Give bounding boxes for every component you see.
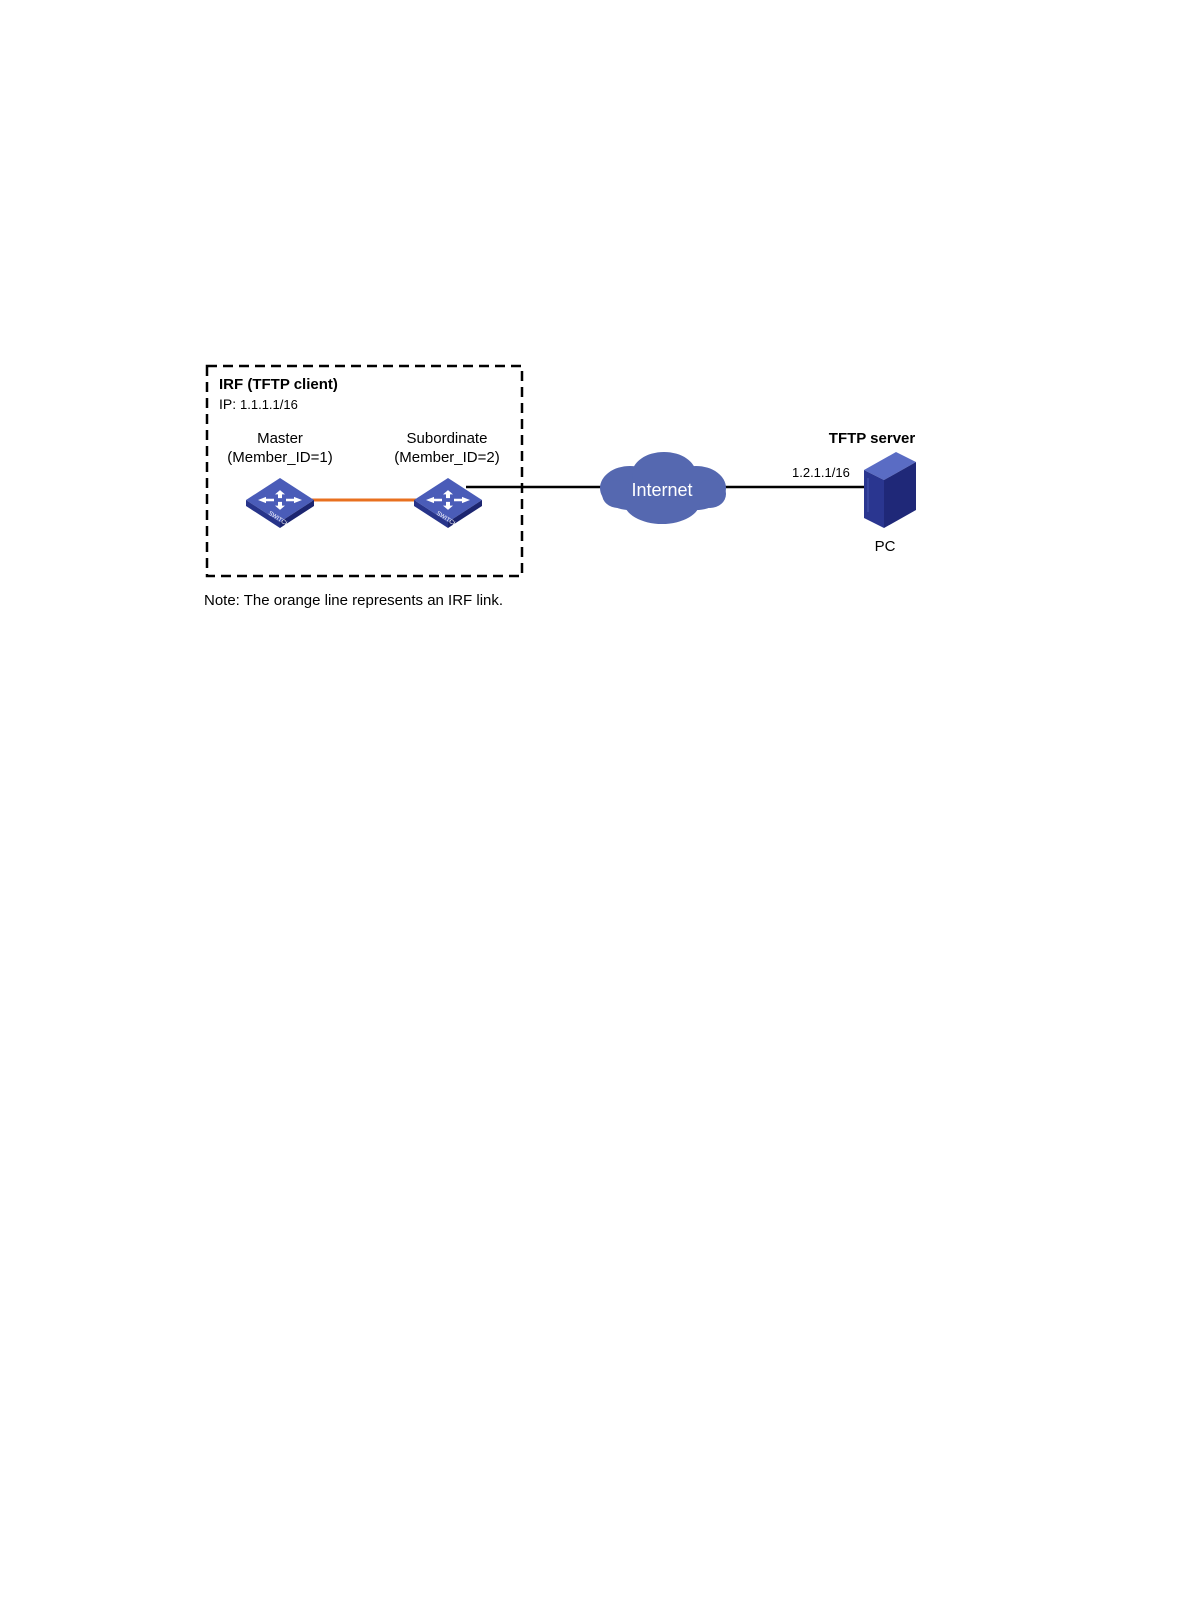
master-member-id: (Member_ID=1) <box>227 449 332 467</box>
subordinate-role: Subordinate <box>407 430 488 448</box>
master-role: Master <box>257 430 303 448</box>
internet-label: Internet <box>631 480 692 500</box>
irf-ip-value: 1.1.1.1/16 <box>240 397 298 412</box>
server-ip: 1.2.1.1/16 <box>792 465 850 481</box>
subordinate-member-id: (Member_ID=2) <box>394 449 499 467</box>
irf-ip-line: IP: 1.1.1.1/16 <box>219 396 298 413</box>
master-switch-icon: SWITCH <box>246 478 314 529</box>
irf-title: IRF (TFTP client) <box>219 376 338 394</box>
server-title: TFTP server <box>829 430 915 448</box>
irf-ip-label: IP: <box>219 396 236 412</box>
diagram-note: Note: The orange line represents an IRF … <box>204 592 503 610</box>
subordinate-switch-icon: SWITCH <box>414 478 482 529</box>
internet-cloud-icon: Internet <box>600 452 726 524</box>
server-caption: PC <box>875 538 896 556</box>
server-tower-icon <box>864 452 916 528</box>
